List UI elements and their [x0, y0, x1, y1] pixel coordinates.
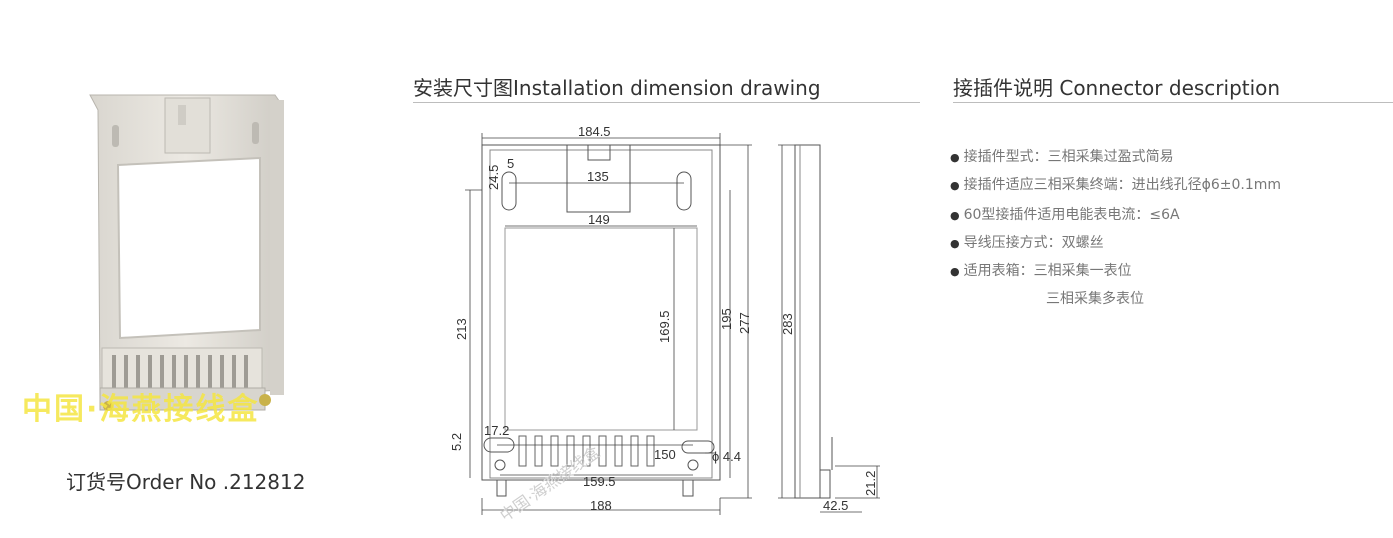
bullet-icon: ● — [950, 179, 960, 192]
list-item: ●导线压接方式：双螺丝 — [950, 235, 1104, 251]
dim-slot-spacing: 135 — [587, 169, 609, 184]
list-item: ●接插件适应三相采集终端：进出线孔径ϕ6±0.1mm — [950, 177, 1282, 193]
list-item-continuation: 三相采集多表位 — [1046, 291, 1144, 307]
connector-title: 接插件说明 Connector description — [953, 76, 1281, 100]
installation-title: 安装尺寸图Installation dimension drawing — [413, 76, 821, 100]
bullet-icon: ● — [950, 265, 960, 278]
bullet-icon: ● — [950, 151, 960, 164]
list-item: ●60型接插件适用电能表电流：≤6A — [950, 207, 1180, 223]
dim-outer-height: 277 — [737, 312, 752, 334]
dim-top-width: 184.5 — [578, 124, 611, 139]
dim-window-width: 149 — [588, 212, 610, 227]
dim-bottom-slot-width: 17.2 — [484, 423, 509, 438]
dim-total-height-left: 213 — [454, 318, 469, 340]
dimension-drawing: 184.5 24.5 5 135 149 213 169.5 195 277 2… — [449, 124, 880, 525]
bullet-icon: ● — [950, 237, 960, 250]
bullet-icon: ● — [950, 209, 960, 222]
connector-title-divider — [953, 102, 1393, 103]
dim-total-width: 188 — [590, 498, 612, 513]
dim-hole-diameter: ϕ 4.4 — [712, 449, 741, 464]
dim-window-height: 169.5 — [657, 310, 672, 343]
dim-side-depth: 42.5 — [823, 498, 848, 513]
dim-bottom-hole-span: 150 — [654, 447, 676, 462]
dim-slot-width: 5 — [507, 156, 514, 171]
list-item: ●适用表箱：三相采集一表位 — [950, 263, 1132, 279]
dim-side-foot-height: 21.2 — [863, 471, 878, 496]
list-item: ●接插件型式：三相采集过盈式简易 — [950, 149, 1174, 165]
watermark-text: 中国·海燕接线盒 — [22, 392, 260, 427]
dim-side-height: 283 — [780, 313, 795, 335]
order-number: 订货号Order No .212812 — [66, 470, 306, 494]
installation-title-divider — [413, 102, 920, 103]
product-image — [89, 94, 284, 411]
dim-inner-height: 195 — [719, 308, 734, 330]
dim-base-width: 159.5 — [583, 474, 616, 489]
dim-slot-offset: 24.5 — [486, 165, 501, 190]
dim-bottom-offset: 5.2 — [449, 433, 464, 451]
